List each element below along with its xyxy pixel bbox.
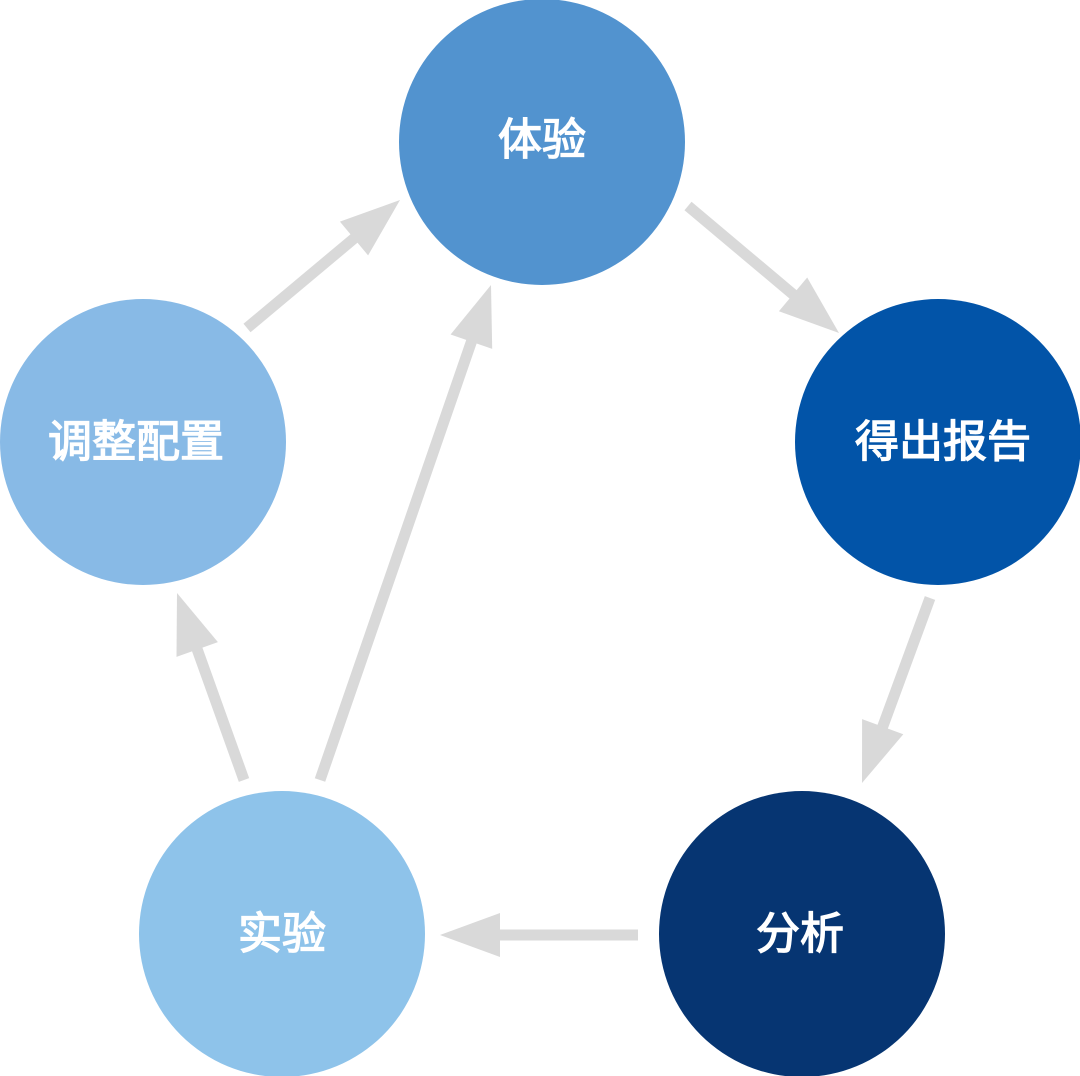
arrow-experiment-to-adjust: [176, 593, 250, 782]
arrow-head: [862, 719, 904, 783]
arrow-adjust-to-experience: [243, 200, 400, 333]
node-experiment: 实验: [139, 791, 425, 1076]
node-analysis-label: 分析: [756, 909, 844, 960]
node-report: 得出报告: [795, 299, 1080, 585]
arrow-head: [450, 285, 493, 349]
arrow-shaft: [243, 231, 361, 333]
arrow-head: [176, 593, 218, 657]
arrow-head: [339, 200, 400, 256]
arrow-head: [778, 277, 839, 333]
node-adjust-label: 调整配置: [48, 417, 224, 468]
arrow-shaft: [876, 596, 936, 733]
node-adjust: 调整配置: [0, 299, 286, 585]
node-analysis-circle: [659, 791, 945, 1076]
arrows-layer: [176, 200, 936, 957]
arrow-shaft: [314, 336, 478, 782]
arrow-shaft: [190, 643, 250, 782]
arrow-experiment-to-experience: [314, 285, 493, 782]
node-report-circle: [795, 299, 1080, 585]
node-experiment-circle: [139, 791, 425, 1076]
arrow-head: [440, 913, 500, 957]
node-experience-label: 体验: [498, 115, 586, 166]
arrow-shaft: [684, 201, 800, 302]
node-report-label: 得出报告: [854, 417, 1031, 468]
node-experience: 体验: [399, 0, 685, 285]
arrow-experience-to-report: [684, 201, 839, 333]
node-adjust-circle: [0, 299, 286, 585]
arrow-report-to-analysis: [862, 596, 936, 783]
node-experiment-label: 实验: [238, 909, 326, 960]
node-analysis: 分析: [659, 791, 945, 1076]
arrow-analysis-to-experiment: [440, 913, 638, 957]
node-experience-circle: [399, 0, 685, 285]
